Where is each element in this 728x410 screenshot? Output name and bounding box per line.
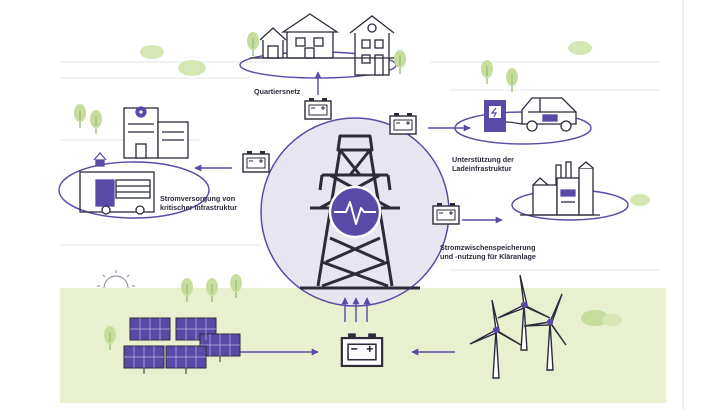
houses-icon — [250, 13, 405, 76]
electric-car-icon — [521, 97, 577, 132]
fire-truck-icon — [79, 152, 155, 215]
label-line: kritischer Infrastruktur — [160, 203, 238, 212]
pulse-badge-icon — [328, 185, 382, 239]
tree-icon — [73, 41, 650, 351]
hospital-icon — [123, 106, 189, 159]
label-line: Stromzwischenspeicherung — [440, 243, 536, 252]
label-line: Stromversorgung von — [160, 194, 236, 203]
label-line: Quartiersnetz — [254, 87, 301, 96]
tree-icon — [393, 49, 407, 75]
solar-panels-icon — [123, 317, 241, 374]
label-line: Unterstützung der — [452, 155, 514, 164]
charging-station-icon — [484, 100, 525, 132]
label-ladeinfrastruktur: Unterstützung der Ladeinfrastruktur — [452, 155, 514, 173]
label-kritische-infrastruktur: Stromversorgung von kritischer Infrastru… — [160, 194, 237, 212]
sun-icon — [97, 270, 135, 289]
label-quartiersnetz: Quartiersnetz — [254, 87, 300, 96]
tree-icon — [246, 31, 260, 57]
label-klaeranlage: Stromzwischenspeicherung und -nutzung fü… — [440, 243, 536, 261]
label-line: Ladeinfrastruktur — [452, 164, 512, 173]
label-line: und -nutzung für Kläranlage — [440, 252, 536, 261]
treatment-plant-icon — [520, 161, 600, 216]
wind-turbines-icon — [469, 274, 567, 379]
